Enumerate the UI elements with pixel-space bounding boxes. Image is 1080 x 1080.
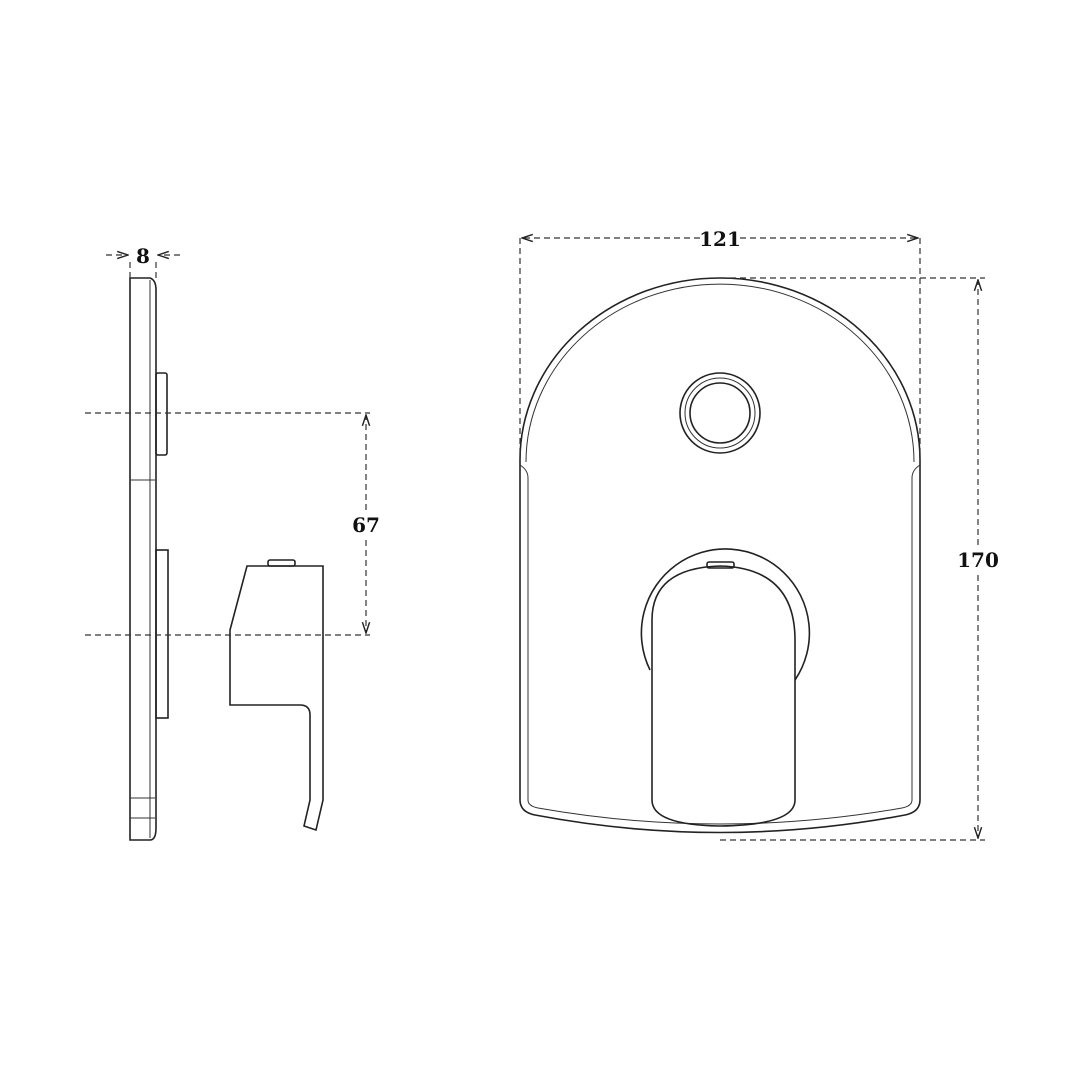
front-lever-handle <box>651 565 796 827</box>
front-view: 121 170 <box>519 227 999 841</box>
side-lever-handle <box>229 565 324 832</box>
handle-escutcheon <box>640 548 811 681</box>
side-diverter-knob <box>155 372 168 456</box>
side-view: 8 67 <box>85 244 380 841</box>
front-handle-cap <box>706 561 735 569</box>
diverter-button <box>679 372 761 454</box>
dimension-center-distance-label: 67 <box>352 513 380 537</box>
side-mounting-bracket <box>155 549 169 719</box>
dimension-depth-label: 8 <box>136 244 150 268</box>
front-plate-outline <box>519 277 921 834</box>
side-handle-cap <box>267 559 296 567</box>
side-plate <box>129 277 157 841</box>
dimension-width-label: 121 <box>699 227 741 251</box>
dimension-height-label: 170 <box>957 548 999 572</box>
